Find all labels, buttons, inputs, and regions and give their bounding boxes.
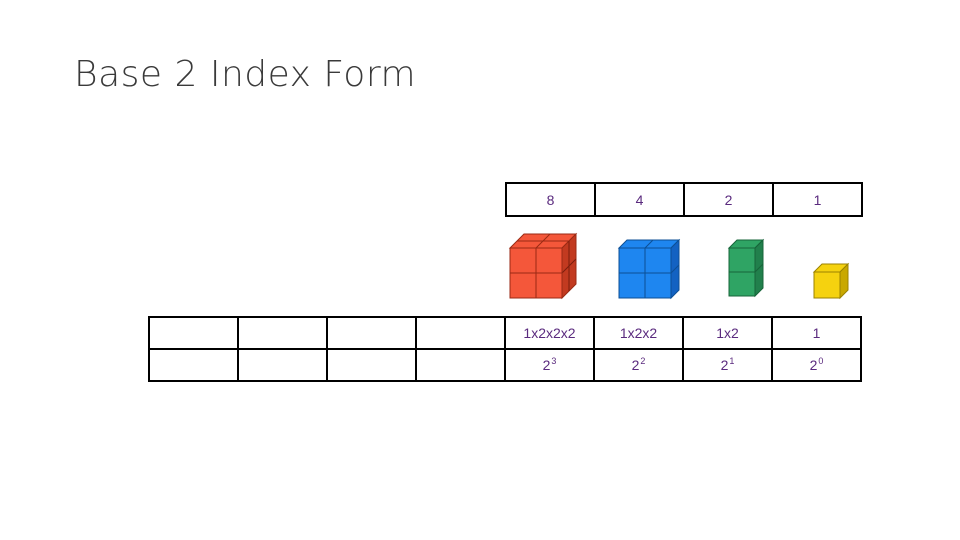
- slide-title: Base 2 Index Form: [74, 54, 417, 95]
- expansion-cell: 1x2: [682, 316, 773, 350]
- power-exponent: 1: [729, 356, 735, 366]
- power-cell: 21: [682, 348, 773, 382]
- cube-blocks: [508, 232, 850, 300]
- expansion-row: 1x2x2x2 1x2x2 1x2 1: [148, 316, 862, 350]
- expansion-cell: 1x2x2: [593, 316, 684, 350]
- expansion-cell: [326, 316, 417, 350]
- power-cell: [237, 348, 328, 382]
- index-form-table: 1x2x2x2 1x2x2 1x2 1 23 22 21 20: [148, 316, 862, 382]
- green-cube-2-icon: [727, 238, 765, 298]
- place-value-cell-8: 8: [505, 182, 596, 217]
- expansion-cell: [148, 316, 239, 350]
- power-exponent: 3: [551, 356, 557, 366]
- power-base: 2: [631, 357, 640, 373]
- power-cell: [326, 348, 417, 382]
- blue-cube-4-icon: [617, 238, 681, 300]
- power-cell: 22: [593, 348, 684, 382]
- expansion-cell: [237, 316, 328, 350]
- power-cell: 20: [771, 348, 862, 382]
- place-value-table: 8 4 2 1: [505, 182, 863, 217]
- place-value-cell-4: 4: [594, 182, 685, 217]
- cube-blocks-row: [505, 228, 869, 300]
- power-exponent: 2: [640, 356, 646, 366]
- yellow-cube-1-icon: [812, 262, 850, 300]
- power-base: 2: [809, 357, 818, 373]
- power-cell: 23: [504, 348, 595, 382]
- expansion-cell: [415, 316, 506, 350]
- red-cube-8-icon: [508, 232, 578, 300]
- power-base: 2: [542, 357, 551, 373]
- expansion-cell: 1: [771, 316, 862, 350]
- place-value-row: 8 4 2 1: [505, 182, 863, 217]
- place-value-cell-2: 2: [683, 182, 774, 217]
- power-base: 2: [720, 357, 729, 373]
- place-value-cell-1: 1: [772, 182, 863, 217]
- power-row: 23 22 21 20: [148, 348, 862, 382]
- power-cell: [415, 348, 506, 382]
- expansion-cell: 1x2x2x2: [504, 316, 595, 350]
- power-cell: [148, 348, 239, 382]
- power-exponent: 0: [818, 356, 824, 366]
